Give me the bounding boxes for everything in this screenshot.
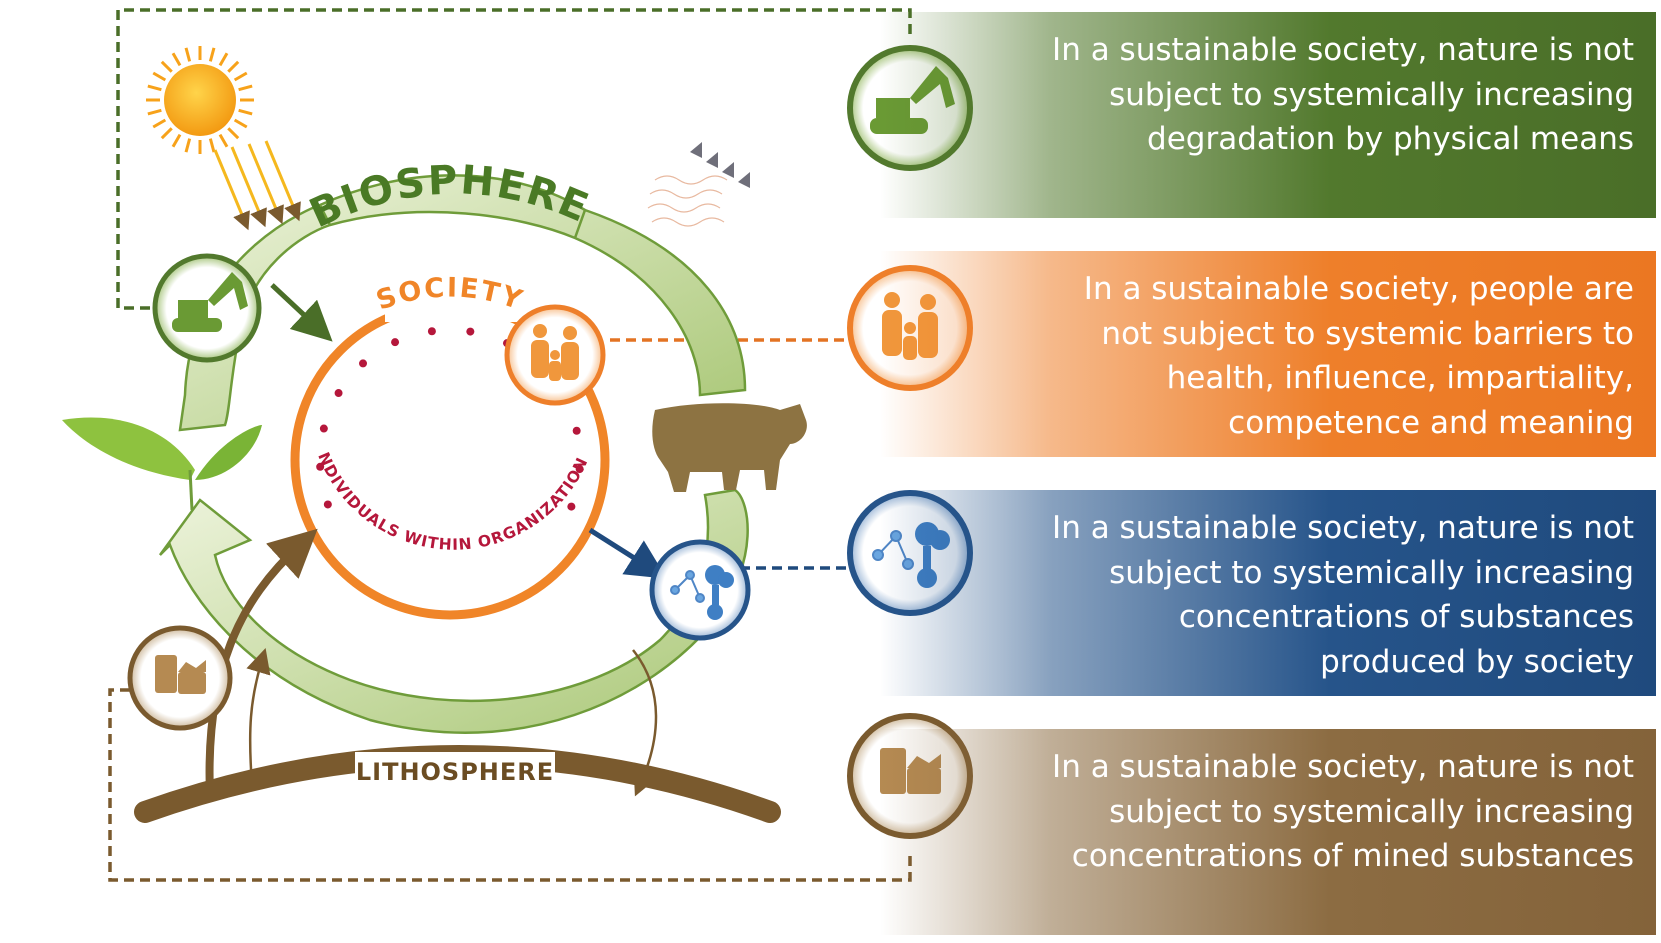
arrow-biosphere-to-society bbox=[270, 283, 333, 342]
panel-mined-substances: In a sustainable society, nature is not … bbox=[880, 729, 1656, 935]
lower-flow bbox=[158, 488, 749, 734]
connector-mined bbox=[108, 688, 912, 882]
sun-icon bbox=[146, 46, 301, 231]
biosphere-flow bbox=[178, 174, 747, 432]
panel-physical-degradation: In a sustainable society, nature is not … bbox=[880, 12, 1656, 218]
lithosphere-label: LITHOSPHERE bbox=[356, 758, 554, 786]
leaf-icon bbox=[62, 417, 262, 511]
arrow-society-to-substances bbox=[588, 527, 667, 579]
excavator-icon bbox=[152, 253, 262, 363]
panel-society-substances-text: In a sustainable society, nature is not … bbox=[1052, 510, 1634, 680]
panel-people-barriers: In a sustainable society, people are not… bbox=[880, 251, 1656, 457]
arrow-lithosphere-up bbox=[246, 648, 271, 786]
panel-mined-substances-text: In a sustainable society, nature is not … bbox=[1052, 749, 1634, 874]
panel-people-barriers-text: In a sustainable society, people are not… bbox=[1083, 271, 1634, 441]
cow-icon bbox=[652, 403, 807, 492]
arrow-lithosphere-to-society bbox=[205, 528, 318, 796]
heat-radiation-icon bbox=[647, 142, 750, 227]
panel-society-substances: In a sustainable society, nature is not … bbox=[880, 490, 1656, 696]
connector-physical bbox=[116, 8, 912, 310]
family-icon bbox=[504, 304, 606, 406]
panel-physical-degradation-text: In a sustainable society, nature is not … bbox=[1052, 32, 1634, 157]
molecule-icon bbox=[649, 539, 751, 641]
barrels-icon bbox=[127, 625, 233, 731]
